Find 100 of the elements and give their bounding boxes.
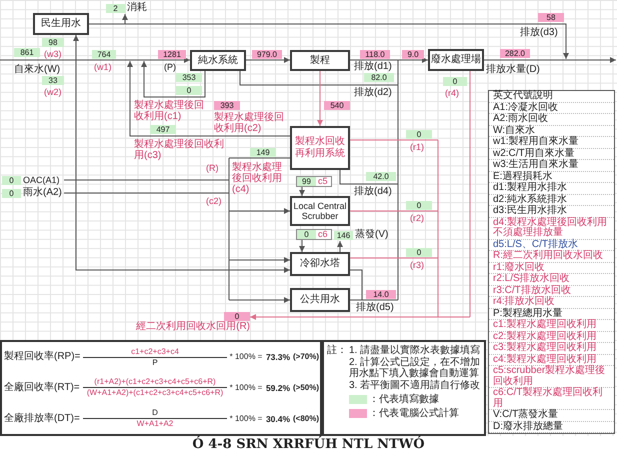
multiplier-text: * 100% =	[230, 414, 262, 424]
process-box: 廢水處理場	[428, 49, 484, 71]
flow-label: 蒸發(V)	[355, 229, 388, 241]
note-text: 2. 計算公式已設定，在不增加用水點下填入數據會自動運算	[349, 357, 481, 379]
flow-arrow	[127, 60, 290, 136]
flow-label: 製程水處理後回收利用(c1)	[134, 100, 204, 122]
flow-line	[350, 270, 362, 300]
flow-code: (w3)	[44, 49, 62, 60]
key-entry: A1:冷凝水回收	[489, 102, 614, 114]
flow-line	[350, 210, 438, 212]
key-entry: c4:製程水處理回收利用	[489, 354, 614, 366]
value-tag	[296, 176, 332, 187]
flow-value: 0	[2, 188, 21, 198]
flow-value: 979.0	[252, 50, 282, 59]
flow-value: 33	[42, 76, 64, 85]
flow-code: (w2)	[44, 87, 62, 98]
legend-text: ：代表電腦公式計算	[369, 408, 459, 419]
flow-arrow	[484, 57, 616, 63]
flow-code: (r4)	[445, 88, 459, 99]
target-value: (>70%)	[292, 352, 319, 362]
key-entry: W:自來水	[489, 126, 614, 137]
key-entry: E:過程損耗水	[489, 172, 614, 183]
flow-value: 0	[297, 230, 316, 239]
flow-value: 149	[250, 148, 276, 157]
flow-arrow	[141, 60, 206, 98]
note-text: 1. 請盡量以實際水表數據填寫	[349, 345, 480, 356]
key-table	[488, 90, 615, 434]
flow-label: 排放(d1)	[354, 61, 392, 73]
flow-value: 540	[324, 101, 350, 110]
multiplier-text: * 100% =	[230, 382, 262, 393]
flow-label: OAC(A1)	[23, 174, 60, 186]
key-entry: d5:L/S、C/T排放水	[489, 240, 614, 251]
process-box: Local Central Scrubber	[290, 196, 350, 226]
value-tag	[296, 229, 332, 240]
key-entry: V:C/T蒸發水量	[489, 410, 614, 422]
flow-value: 0	[224, 312, 250, 321]
formula-denominator: (W+A1+A2)+(c1+c2+c3+c4+c5+c6+R)	[86, 388, 224, 398]
flow-value: 0	[176, 86, 202, 95]
flow-value: 14.0	[366, 290, 396, 299]
flow-line	[228, 158, 230, 300]
key-entry: A2:雨水回收	[489, 114, 614, 126]
flow-value: 353	[176, 73, 202, 82]
flow-code: c5	[318, 177, 328, 186]
key-entry: r4:排放水回收	[489, 297, 614, 308]
figure-caption: Ó 4-8 SRN XRRFÚH NTL NTWÓ	[192, 437, 425, 453]
key-entry: r1:廢水回收	[489, 262, 614, 274]
key-entry: d1:製程用水排水	[489, 183, 614, 194]
flow-value: 0	[2, 176, 21, 184]
flow-code: c6	[318, 230, 328, 239]
legend-text: ：代表填寫數據	[369, 394, 439, 405]
key-entry: r3:C/T排放水回收	[489, 286, 614, 297]
flow-code: (r2)	[410, 213, 424, 224]
key-entry: D:廢水排放總量	[489, 422, 614, 433]
flow-value: 0	[406, 130, 432, 139]
flow-value: 2	[106, 4, 125, 12]
key-entry: d2:純水系統排水	[489, 194, 614, 206]
process-box: 純水系統	[190, 50, 246, 71]
flow-value: 146	[334, 230, 353, 240]
note-heading: 註：	[327, 345, 347, 356]
flow-arrow	[228, 297, 290, 303]
flow-value: 0	[406, 201, 432, 210]
flow-arrow	[76, 60, 290, 273]
flow-value: 497	[150, 125, 176, 134]
key-entry: c2:製程水處理回收利用	[489, 332, 614, 343]
process-box: 製程	[290, 50, 350, 71]
flow-arrow	[0, 57, 190, 63]
flow-value: 0	[406, 248, 432, 257]
flow-value: 0	[443, 77, 467, 86]
flow-arrow	[73, 34, 79, 60]
flow-value: 861	[14, 48, 40, 57]
process-box: 民生用水	[33, 13, 89, 35]
ratio-label: 全廠回收率(RT)=	[4, 382, 80, 394]
key-entry: d4:製程水處理後回收利用不須處理排放量	[489, 218, 614, 240]
key-entry: R:經二次利用回收水回收	[489, 251, 614, 262]
flow-arrow	[317, 70, 323, 126]
target-value: (<80%)	[292, 414, 319, 424]
process-box: 公共用水	[290, 288, 350, 312]
flow-value: 58	[538, 13, 564, 22]
formula-numerator: (r1+A2)+(c1+c2+c3+c4+c5+c6+R)	[94, 377, 216, 388]
flow-value: 764	[92, 50, 116, 59]
flow-label: (P)	[164, 62, 176, 73]
flow-value: 98	[42, 38, 64, 47]
key-entry: r2:L/S排放水回收	[489, 274, 614, 286]
target-value: (>50%)	[292, 382, 319, 393]
flow-label: 排放(d3)	[520, 27, 558, 39]
flow-arrow	[246, 57, 290, 63]
process-box: 製程水回收再利用系統	[290, 126, 350, 170]
flow-line	[240, 70, 398, 86]
flow-label: 排放(d4)	[354, 186, 392, 198]
flow-arrow	[124, 24, 569, 60]
flow-label: 經二次利用回收水回用(R)	[136, 321, 250, 333]
key-entry: c1:製程水處理回收利用	[489, 320, 614, 332]
flow-arrow	[398, 57, 428, 63]
flow-label: 排放(d2)	[354, 87, 392, 99]
formula-numerator: D	[152, 408, 158, 418]
flow-arrow	[299, 186, 305, 196]
flow-code: (r3)	[410, 260, 424, 271]
flow-line	[340, 170, 398, 184]
formula-panel	[0, 340, 322, 436]
key-entry: P:製程總用水量	[489, 308, 614, 320]
